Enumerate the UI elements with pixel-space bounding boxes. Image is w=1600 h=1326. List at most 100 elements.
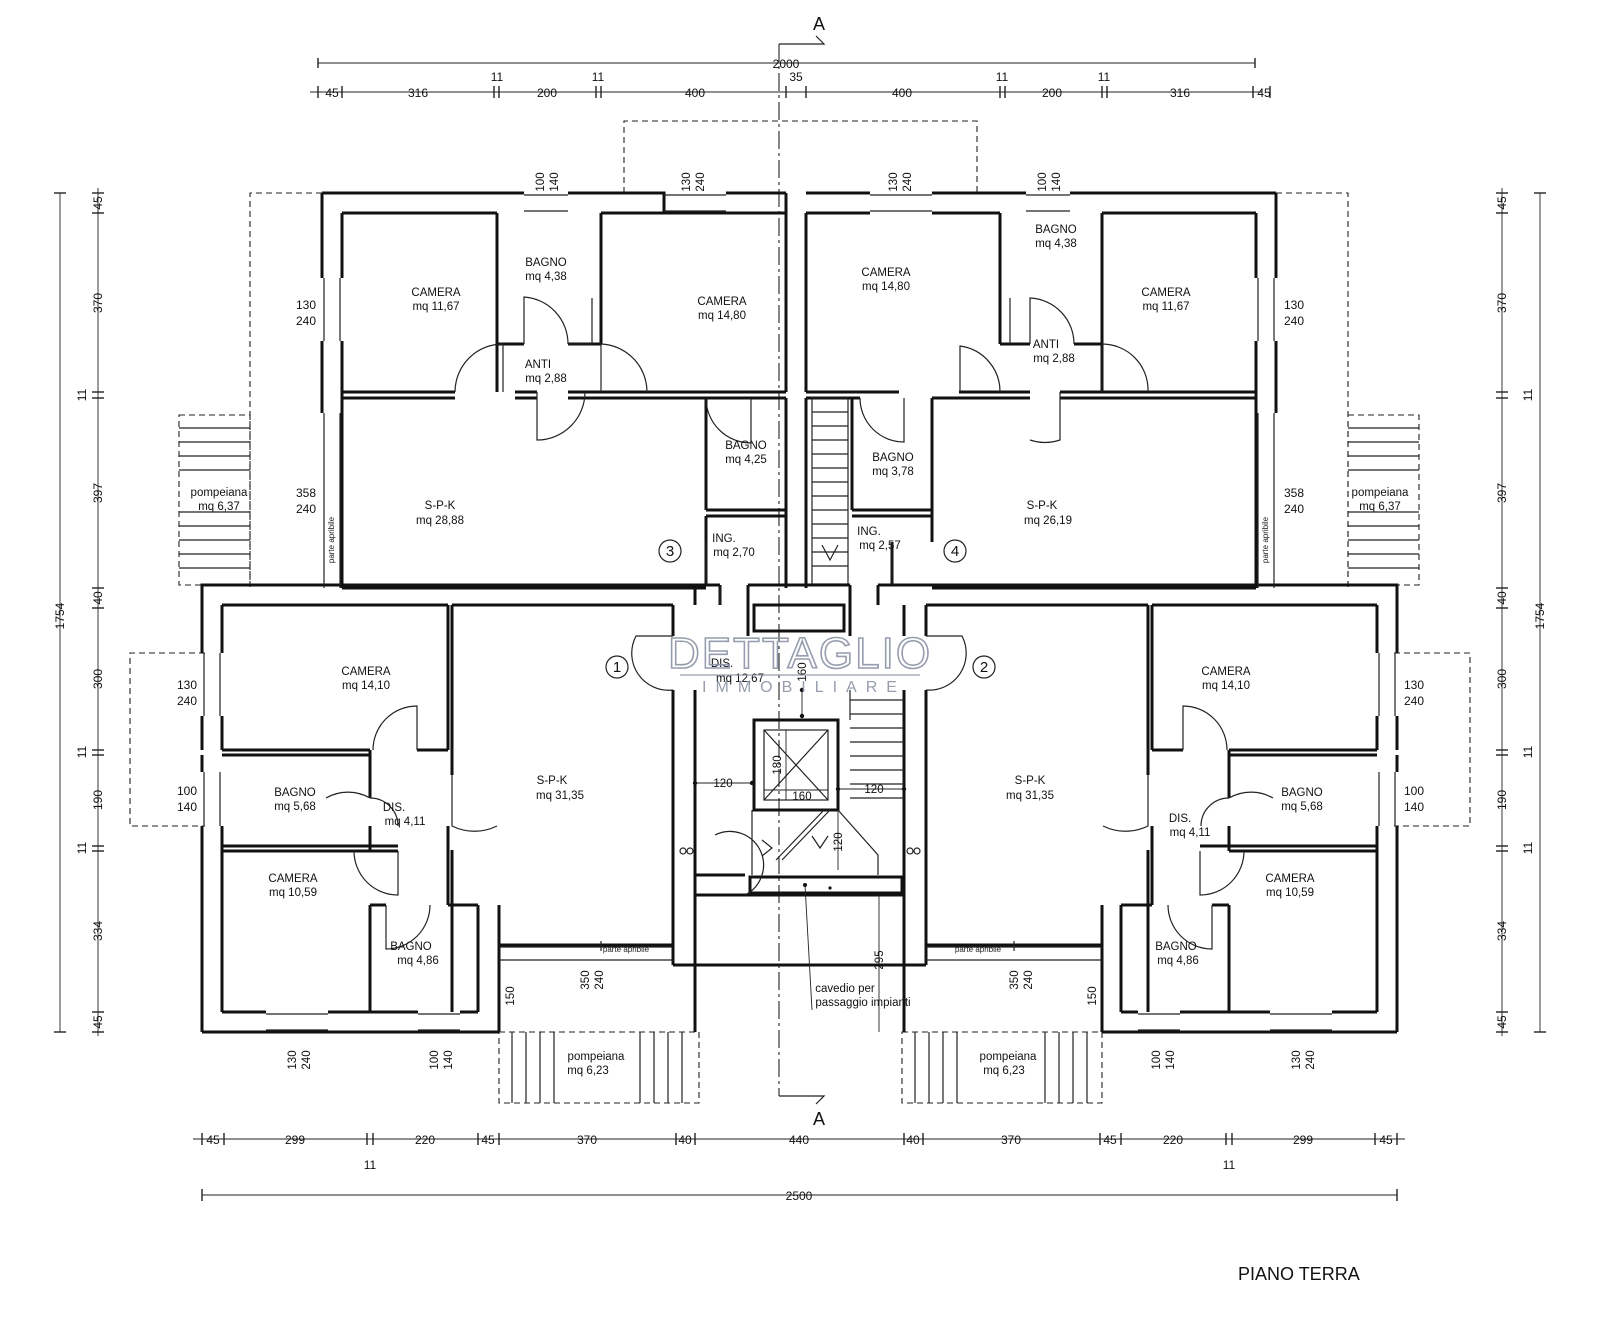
room-r3-camera-area: mq 11,67 (412, 301, 459, 313)
dim-top-2: 11 (491, 70, 504, 84)
svg-text:240: 240 (594, 970, 606, 989)
svg-text:240: 240 (301, 1050, 313, 1069)
watermark-logo: DETTAGLIO IMMOBILIARE (667, 628, 932, 696)
right-dimensions: 1754 45 370 11 397 40 300 11 190 11 334 … (1495, 188, 1547, 1036)
room-r1-dis-area: mq 4,11 (385, 816, 426, 828)
dim-right-2: 11 (1521, 388, 1535, 401)
svg-text:160: 160 (792, 791, 811, 803)
svg-text:140: 140 (177, 800, 197, 814)
svg-text:100: 100 (535, 172, 547, 191)
room-r1-bagno2-area: mq 4,86 (397, 955, 439, 967)
dim-left-1: 370 (91, 293, 105, 313)
room-dis-center-name: DIS. (711, 658, 733, 670)
room-r3-bagno2-name: BAGNO (725, 440, 767, 452)
plan-title: PIANO TERRA (1238, 1264, 1360, 1284)
room-r1-camera2-area: mq 10,59 (269, 887, 317, 899)
unit-1-marker: 1 (613, 659, 621, 676)
svg-text:100: 100 (429, 1050, 441, 1069)
svg-text:358: 358 (296, 486, 316, 500)
dim-bot-6: 40 (678, 1133, 692, 1147)
room-r4-camera2-name: CAMERA (1141, 287, 1191, 299)
dim-bot-total: 2500 (786, 1189, 813, 1203)
stair-upper (812, 411, 848, 567)
dim-top-5: 400 (685, 86, 705, 100)
dim-top-10: 11 (1098, 70, 1111, 84)
dim-bot-11: 220 (1163, 1133, 1183, 1147)
room-labels: CAMERA mq 11,67 BAGNO mq 4,38 CAMERA mq … (191, 224, 1410, 1077)
svg-text:350: 350 (1009, 970, 1021, 989)
svg-text:parte apribile: parte apribile (327, 516, 336, 563)
svg-text:140: 140 (1051, 172, 1063, 191)
dim-top-9: 200 (1042, 86, 1062, 100)
dim-left-total: 1754 (53, 602, 67, 629)
svg-text:120: 120 (713, 778, 732, 790)
elevator-core (751, 690, 904, 875)
unit-4-marker: 4 (951, 543, 959, 560)
svg-text:240: 240 (1284, 314, 1304, 328)
svg-text:140: 140 (1165, 1050, 1177, 1069)
watermark-line2: IMMOBILIARE (702, 679, 906, 696)
door-swings (325, 296, 1274, 950)
room-r2-camera2-area: mq 10,59 (1266, 887, 1314, 899)
unit-markers: 1 2 3 4 (605, 539, 996, 679)
svg-text:130: 130 (1291, 1050, 1303, 1069)
svg-text:358: 358 (1284, 486, 1304, 500)
room-r1-dis-name: DIS. (383, 802, 405, 814)
watermark-line1: DETTAGLIO (668, 629, 932, 678)
room-r4-bagno-area: mq 4,38 (1035, 238, 1077, 250)
svg-text:180: 180 (772, 755, 784, 774)
room-pomp-left-name: pompeiana (191, 487, 249, 499)
svg-text:parte apribile: parte apribile (603, 945, 650, 954)
svg-text:240: 240 (902, 172, 914, 191)
room-r1-bagno-area: mq 5,68 (274, 801, 316, 813)
dim-top-11: 316 (1170, 86, 1190, 100)
room-r1-camera2-name: CAMERA (268, 873, 318, 885)
room-r4-bagno2-name: BAGNO (872, 452, 914, 464)
dim-top-1: 316 (408, 86, 428, 100)
dim-right-1: 370 (1495, 293, 1509, 313)
unit-2-marker: 2 (980, 659, 988, 676)
upper-walls (320, 191, 1278, 590)
room-r3-ing-name: ING. (712, 533, 736, 545)
svg-text:120: 120 (833, 832, 845, 851)
room-r4-bagno2-area: mq 3,78 (872, 466, 914, 478)
room-pomp-bl-name: pompeiana (568, 1051, 626, 1063)
svg-text:240: 240 (296, 314, 316, 328)
dim-bot-9: 370 (1001, 1133, 1021, 1147)
dim-bot-13: 299 (1293, 1133, 1313, 1147)
room-r4-camera-area: mq 14,80 (862, 281, 910, 293)
dim-left-3: 397 (91, 483, 105, 503)
room-r4-ing-name: ING. (857, 526, 881, 538)
dim-right-4: 40 (1495, 591, 1509, 605)
svg-text:130: 130 (296, 298, 316, 312)
svg-text:350: 350 (580, 970, 592, 989)
dim-bot-14: 45 (1379, 1133, 1393, 1147)
svg-text:160: 160 (797, 662, 809, 681)
svg-text:240: 240 (1305, 1050, 1317, 1069)
room-r2-bagno2-area: mq 4,86 (1157, 955, 1199, 967)
dim-left-8: 11 (75, 841, 89, 854)
room-r2-camera2-name: CAMERA (1265, 873, 1315, 885)
dim-right-0: 45 (1495, 196, 1509, 210)
dim-right-5: 300 (1495, 669, 1509, 689)
svg-text:130: 130 (681, 172, 693, 191)
room-pomp-right-area: mq 6,37 (1359, 501, 1401, 513)
svg-text:240: 240 (1404, 694, 1424, 708)
svg-text:120: 120 (864, 784, 883, 796)
cavedio-label-2: passaggio impianti (815, 997, 910, 1009)
room-r3-bagno-name: BAGNO (525, 257, 567, 269)
dim-left-2: 11 (75, 388, 89, 401)
svg-text:130: 130 (287, 1050, 299, 1069)
left-dimensions: 1754 45 370 11 397 40 300 11 190 11 334 … (53, 188, 105, 1036)
room-r3-spk-name: S-P-K (425, 500, 456, 512)
dim-top-0: 45 (325, 86, 339, 100)
dim-left-6: 11 (75, 745, 89, 758)
room-r3-bagno-area: mq 4,38 (525, 271, 567, 283)
room-r2-camera-area: mq 14,10 (1202, 680, 1250, 692)
room-r3-camera-name: CAMERA (411, 287, 461, 299)
room-r1-bagno-name: BAGNO (274, 787, 316, 799)
section-axis: A A (778, 14, 826, 1129)
dim-top-8: 11 (996, 70, 1009, 84)
dim-bot-8: 40 (906, 1133, 920, 1147)
svg-text:240: 240 (177, 694, 197, 708)
